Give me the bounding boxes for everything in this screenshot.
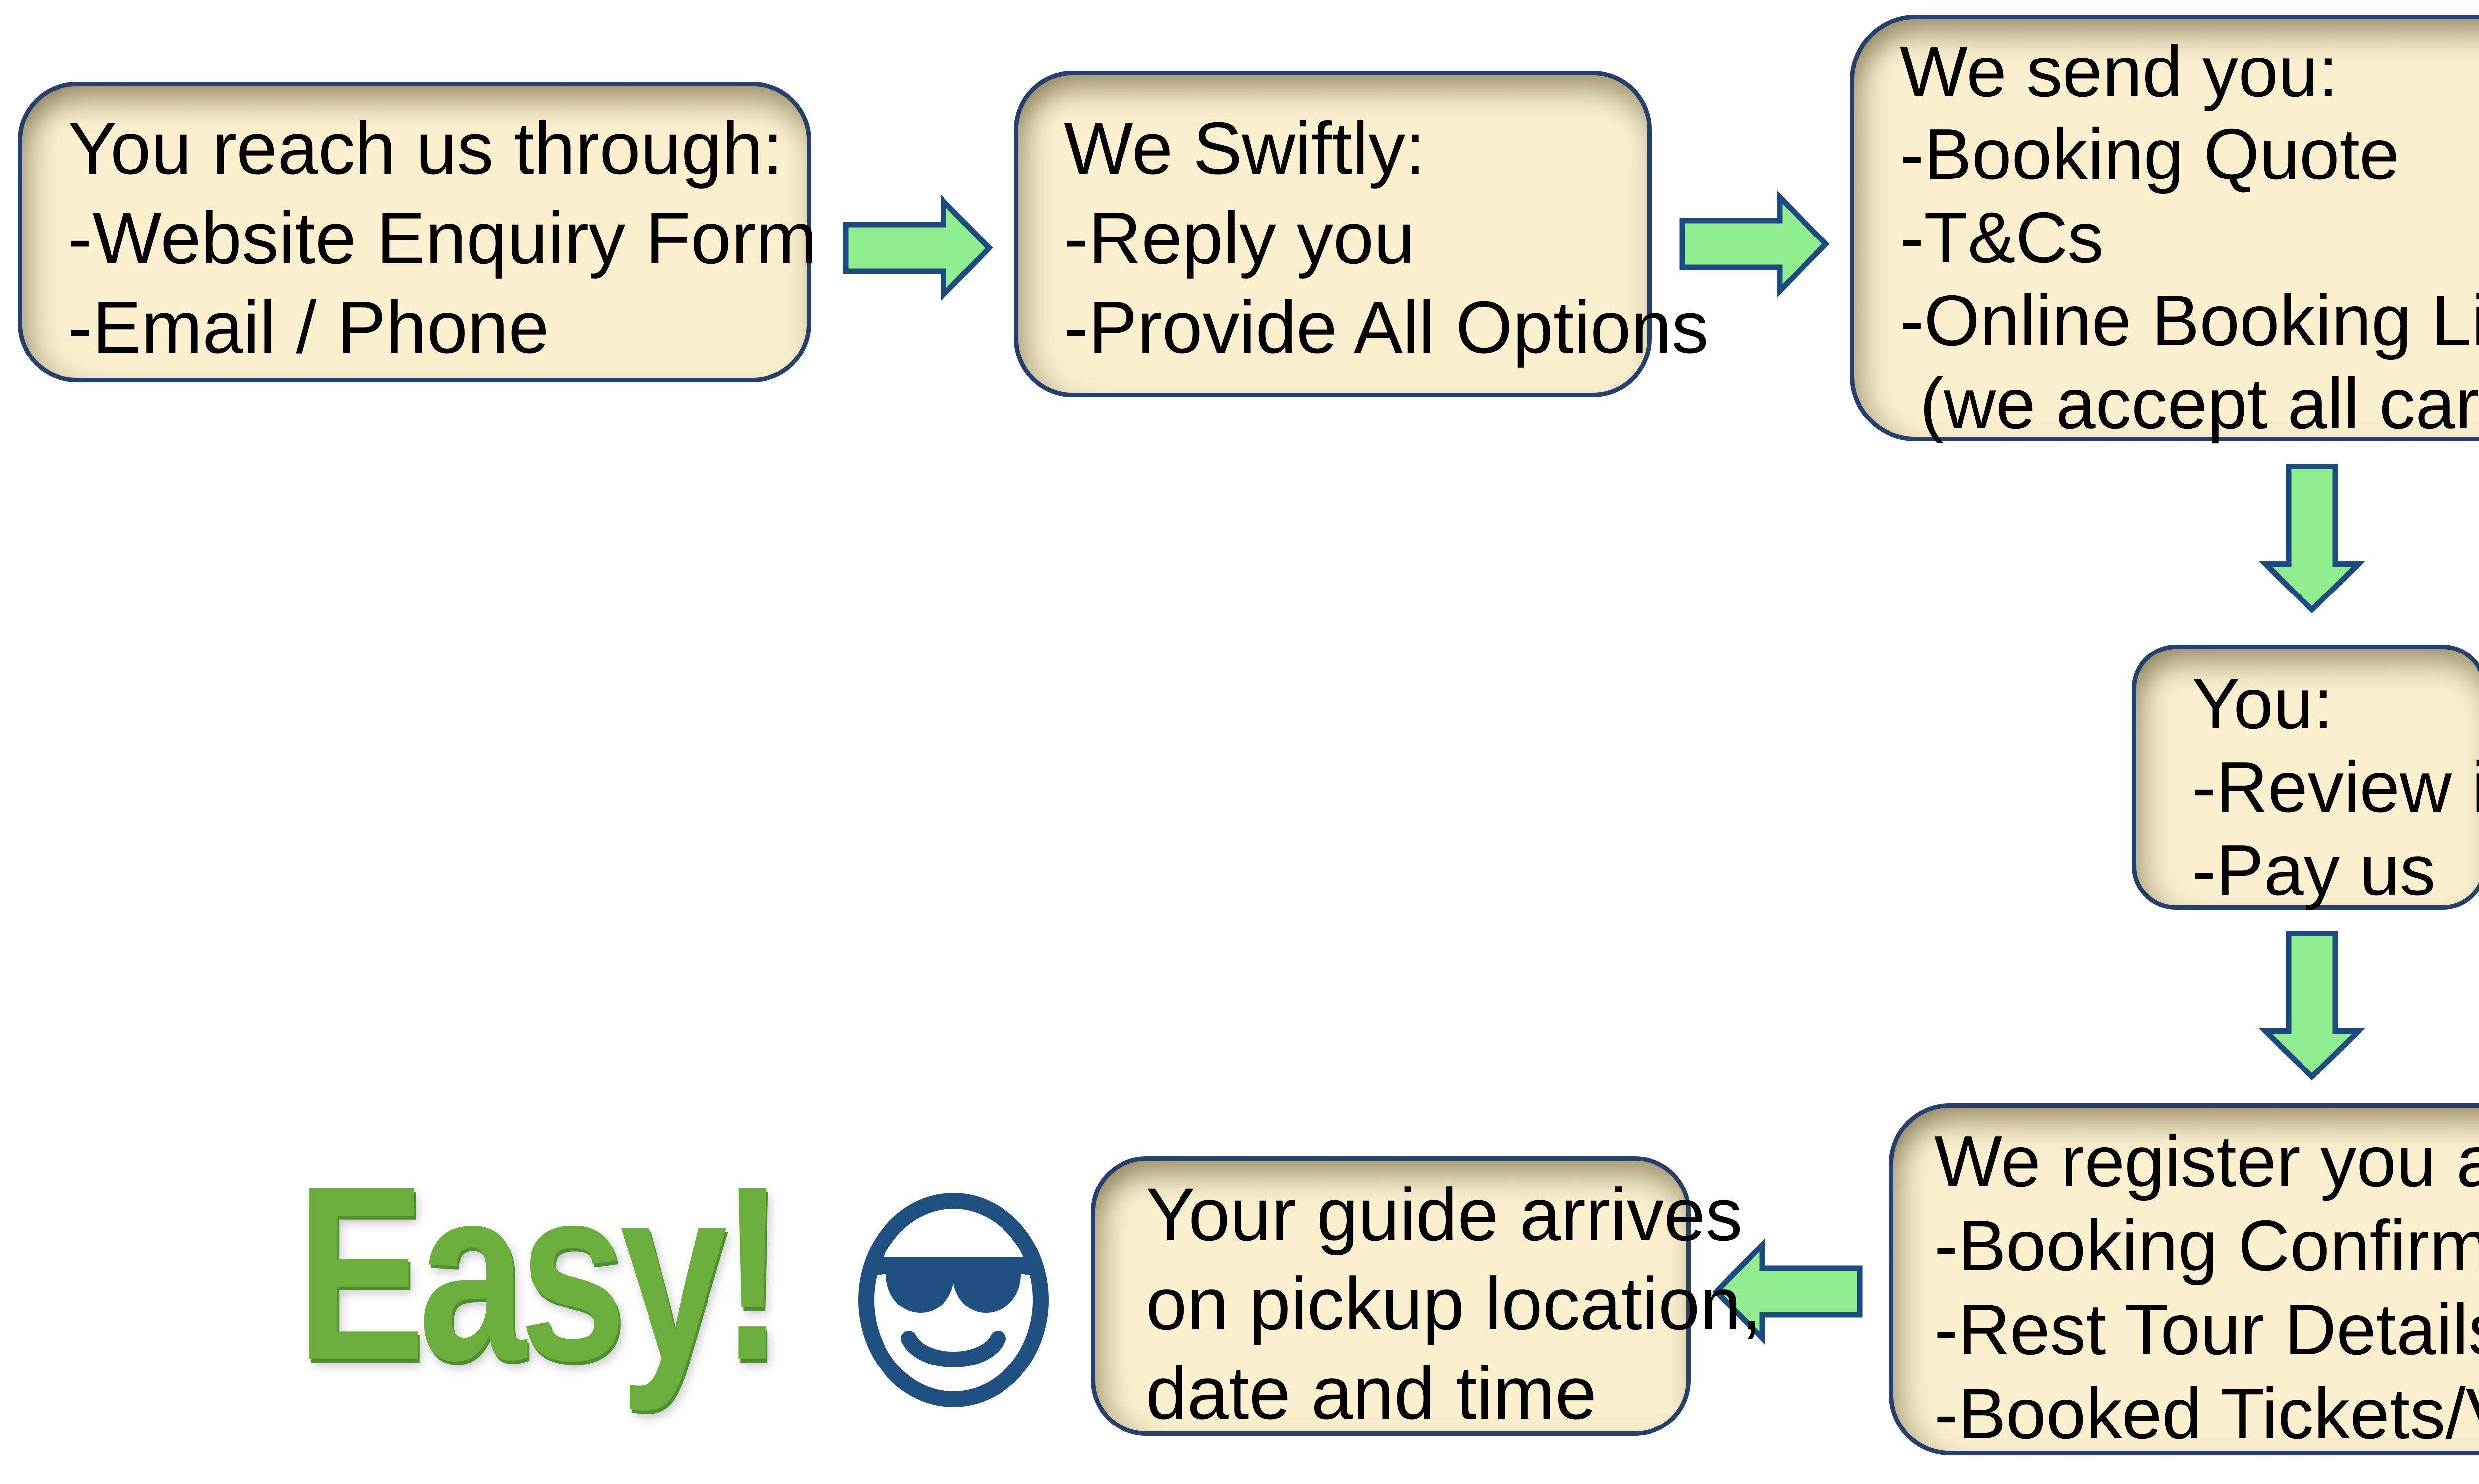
box-text-line: We Swiftly: xyxy=(1064,108,1426,189)
arrow-right-icon xyxy=(843,194,993,301)
box-text-line: -Review it xyxy=(2192,747,2479,828)
box-text-line: -Rest Tour Details xyxy=(1934,1289,2479,1370)
box-text-line: -Provide All Options xyxy=(1064,287,1709,369)
box-text-line: You reach us through: xyxy=(68,108,783,189)
box-text-line: -Reply you xyxy=(1064,197,1415,279)
box-text-line: -Pay us xyxy=(2192,830,2436,911)
flow-box-reach-us: You reach us through: -Website Enquiry F… xyxy=(18,82,817,382)
box-text-line: -Booked Tickets/Vouchers xyxy=(1934,1373,2479,1454)
box-text-line: -Booking Quote xyxy=(1900,114,2400,195)
box-text-line: -Booking Confirmation xyxy=(1934,1205,2479,1286)
flow-box-we-send-you: We send you: -Booking Quote -T&Cs -Onlin… xyxy=(1850,15,2479,444)
smiley-sunglasses-icon xyxy=(858,1193,1049,1407)
arrow-down-icon xyxy=(2258,931,2365,1081)
box-text-line: You: xyxy=(2192,663,2333,744)
flow-box-we-swiftly: We Swiftly: -Reply you -Provide All Opti… xyxy=(1014,71,1709,397)
arrow-right-icon xyxy=(1679,190,1830,297)
box-text-line: We register you and send: xyxy=(1934,1121,2479,1201)
flow-box-you-review-pay: You: -Review it -Pay us xyxy=(2132,645,2479,910)
box-text-line: on pickup location, xyxy=(1146,1262,1762,1345)
box-text-line: (we accept all cards) xyxy=(1920,363,2479,444)
flow-box-we-register: We register you and send: -Booking Confi… xyxy=(1889,1103,2479,1455)
arrow-left-icon xyxy=(1712,1238,1863,1345)
easy-label: Easy! xyxy=(296,1134,785,1412)
flow-box-guide-arrives: Your guide arrives on pickup location, d… xyxy=(1091,1156,1762,1436)
box-text-line: -Website Enquiry Form xyxy=(68,197,817,279)
box-text-line: We send you: xyxy=(1900,31,2338,112)
box-text-line: -Email / Phone xyxy=(68,287,549,369)
box-text-line: -Online Booking Link xyxy=(1900,280,2479,361)
arrow-down-icon xyxy=(2258,464,2365,614)
box-text-line: -T&Cs xyxy=(1900,197,2104,278)
box-text-line: Your guide arrives xyxy=(1146,1173,1743,1256)
box-text-line: date and time xyxy=(1146,1351,1596,1434)
